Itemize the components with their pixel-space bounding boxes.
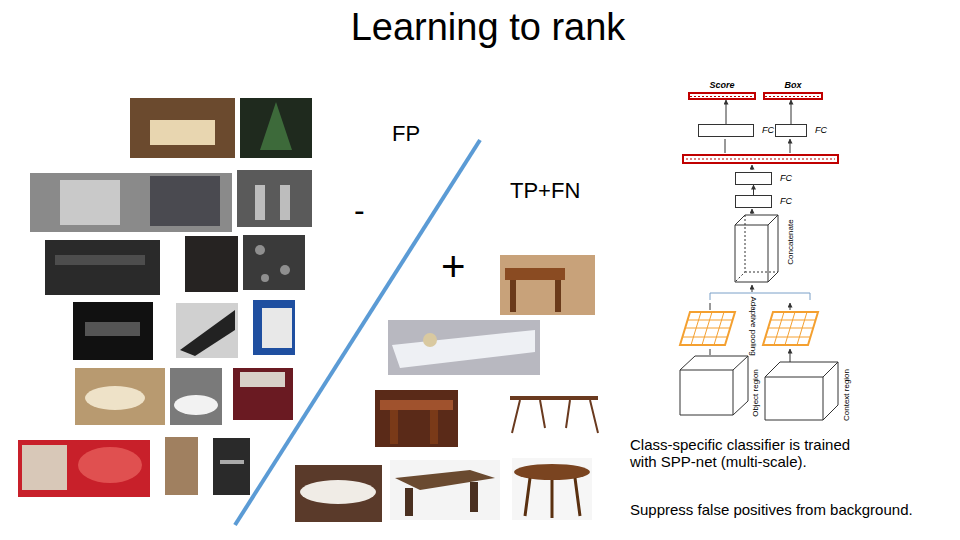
layer-name: FC [780,197,792,206]
photo-thumbnails [18,98,312,497]
sign-label: - [354,192,365,229]
fc-layer: FC [735,172,792,185]
slide-title: Learning to rank [0,6,960,50]
layer-name: FC [780,174,792,183]
layer-name: FC [815,126,827,135]
caption-note: Class-specific classifier is trained wit… [630,436,880,471]
fc-layer: FC [775,124,827,137]
fc-box [775,124,807,137]
caption-note: Suppress false positives from background… [630,501,913,518]
layer-name: Score [688,81,756,90]
fc-layer: FC [735,195,792,208]
table-photos [295,255,598,522]
fc-box [735,195,772,208]
layer-label: Concatenate [787,219,795,264]
output-bar [688,92,756,100]
arrow-connector [726,100,727,124]
sign-label: + [441,243,466,291]
region-label: TP+FN [510,178,580,203]
network-figure [680,139,838,420]
region-label: FP [392,121,420,146]
arrow-connector [791,100,792,124]
fc-layer: FC [698,124,774,137]
input-label: Object region [752,369,760,417]
fc-box [735,172,772,185]
layer-name: FC [762,126,774,135]
output-layer: Box [763,81,823,100]
layer-label: Adaptive pooling [749,296,757,355]
input-label: Context region [843,369,851,421]
separator-line [235,140,480,525]
arrow-connector [753,185,754,195]
fc-box [698,124,754,137]
layer-name: Box [763,81,823,90]
output-bar [763,92,823,100]
output-layer: Score [688,81,756,100]
